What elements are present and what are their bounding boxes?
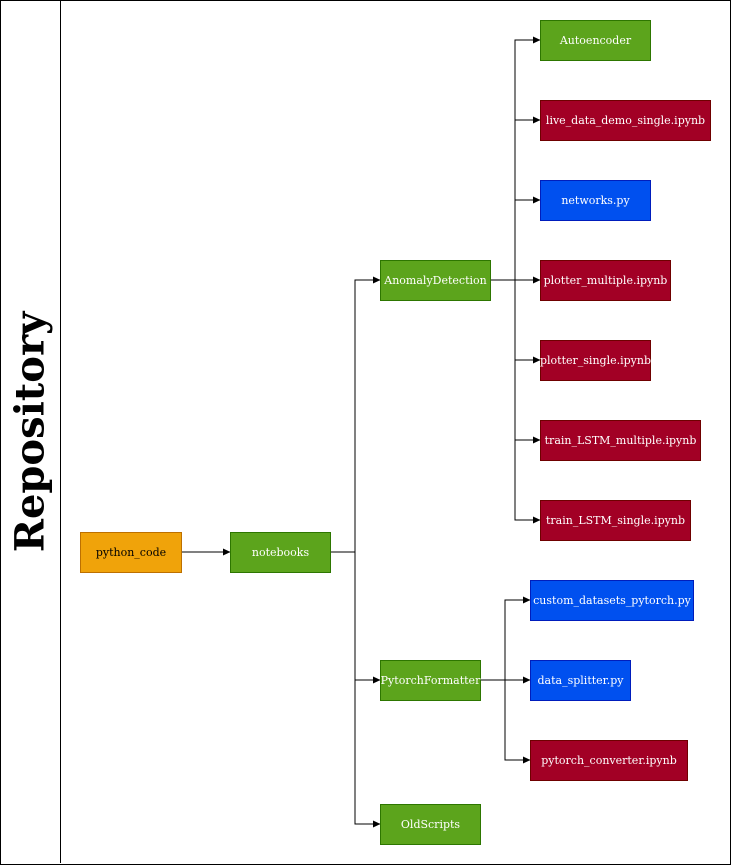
node-label: plotter_multiple.ipynb: [544, 274, 668, 287]
node-label: PytorchFormatter: [381, 674, 481, 687]
node-anomaly-detection: AnomalyDetection: [380, 260, 491, 301]
node-old-scripts: OldScripts: [380, 804, 481, 845]
node-train-lstm-multiple: train_LSTM_multiple.ipynb: [540, 420, 701, 461]
node-label: AnomalyDetection: [383, 274, 486, 287]
node-label: data_splitter.py: [538, 674, 625, 687]
node-label: pytorch_converter.ipynb: [541, 754, 677, 767]
node-notebooks: notebooks: [230, 532, 331, 573]
edge-notebooks-to-old-scripts: [330, 551, 381, 828]
node-pytorch-converter: pytorch_converter.ipynb: [530, 740, 688, 781]
node-box: [540, 20, 651, 61]
node-label: train_LSTM_multiple.ipynb: [545, 434, 697, 447]
node-label: python_code: [96, 546, 166, 559]
node-networks: networks.py: [540, 180, 651, 221]
node-label: custom_datasets_pytorch.py: [533, 594, 692, 607]
node-box: [540, 500, 691, 541]
node-label: train_LSTM_single.ipynb: [546, 514, 685, 527]
title-panel: Repository: [0, 0, 61, 863]
node-custom-datasets-pytorch: custom_datasets_pytorch.py: [530, 580, 694, 621]
edge-anomaly-detection-to-networks: [490, 196, 541, 281]
edge-anomaly-detection-to-train-lstm-single: [490, 279, 541, 524]
node-label: networks.py: [561, 194, 630, 207]
node-label: Autoencoder: [559, 34, 632, 47]
node-train-lstm-single: train_LSTM_single.ipynb: [540, 500, 691, 541]
node-box: [530, 580, 694, 621]
node-box: [540, 180, 651, 221]
node-box: [540, 420, 701, 461]
node-box: [530, 740, 688, 781]
edge-pytorch-formatter-to-custom-datasets-pytorch: [480, 596, 531, 681]
node-label: live_data_demo_single.ipynb: [546, 114, 705, 127]
node-box: [540, 340, 651, 381]
node-box: [80, 532, 182, 573]
node-box: [230, 532, 331, 573]
node-live-data-demo-single: live_data_demo_single.ipynb: [540, 100, 711, 141]
node-plotter-single: plotter_single.ipynb: [540, 340, 651, 381]
node-autoencoder: Autoencoder: [540, 20, 651, 61]
node-box: [380, 260, 491, 301]
node-box: [540, 100, 711, 141]
node-label: plotter_single.ipynb: [540, 354, 651, 367]
node-plotter-multiple: plotter_multiple.ipynb: [540, 260, 671, 301]
node-pytorch-formatter: PytorchFormatter: [380, 660, 481, 701]
node-label: OldScripts: [401, 818, 461, 831]
node-box: [530, 660, 631, 701]
node-box: [380, 804, 481, 845]
node-box: [380, 660, 481, 701]
node-label: notebooks: [252, 546, 310, 559]
node-box: [540, 260, 671, 301]
edge-pytorch-formatter-to-pytorch-converter: [480, 679, 531, 764]
node-data-splitter: data_splitter.py: [530, 660, 631, 701]
edge-notebooks-to-anomaly-detection: [330, 276, 381, 553]
node-python-code: python_code: [80, 532, 182, 573]
